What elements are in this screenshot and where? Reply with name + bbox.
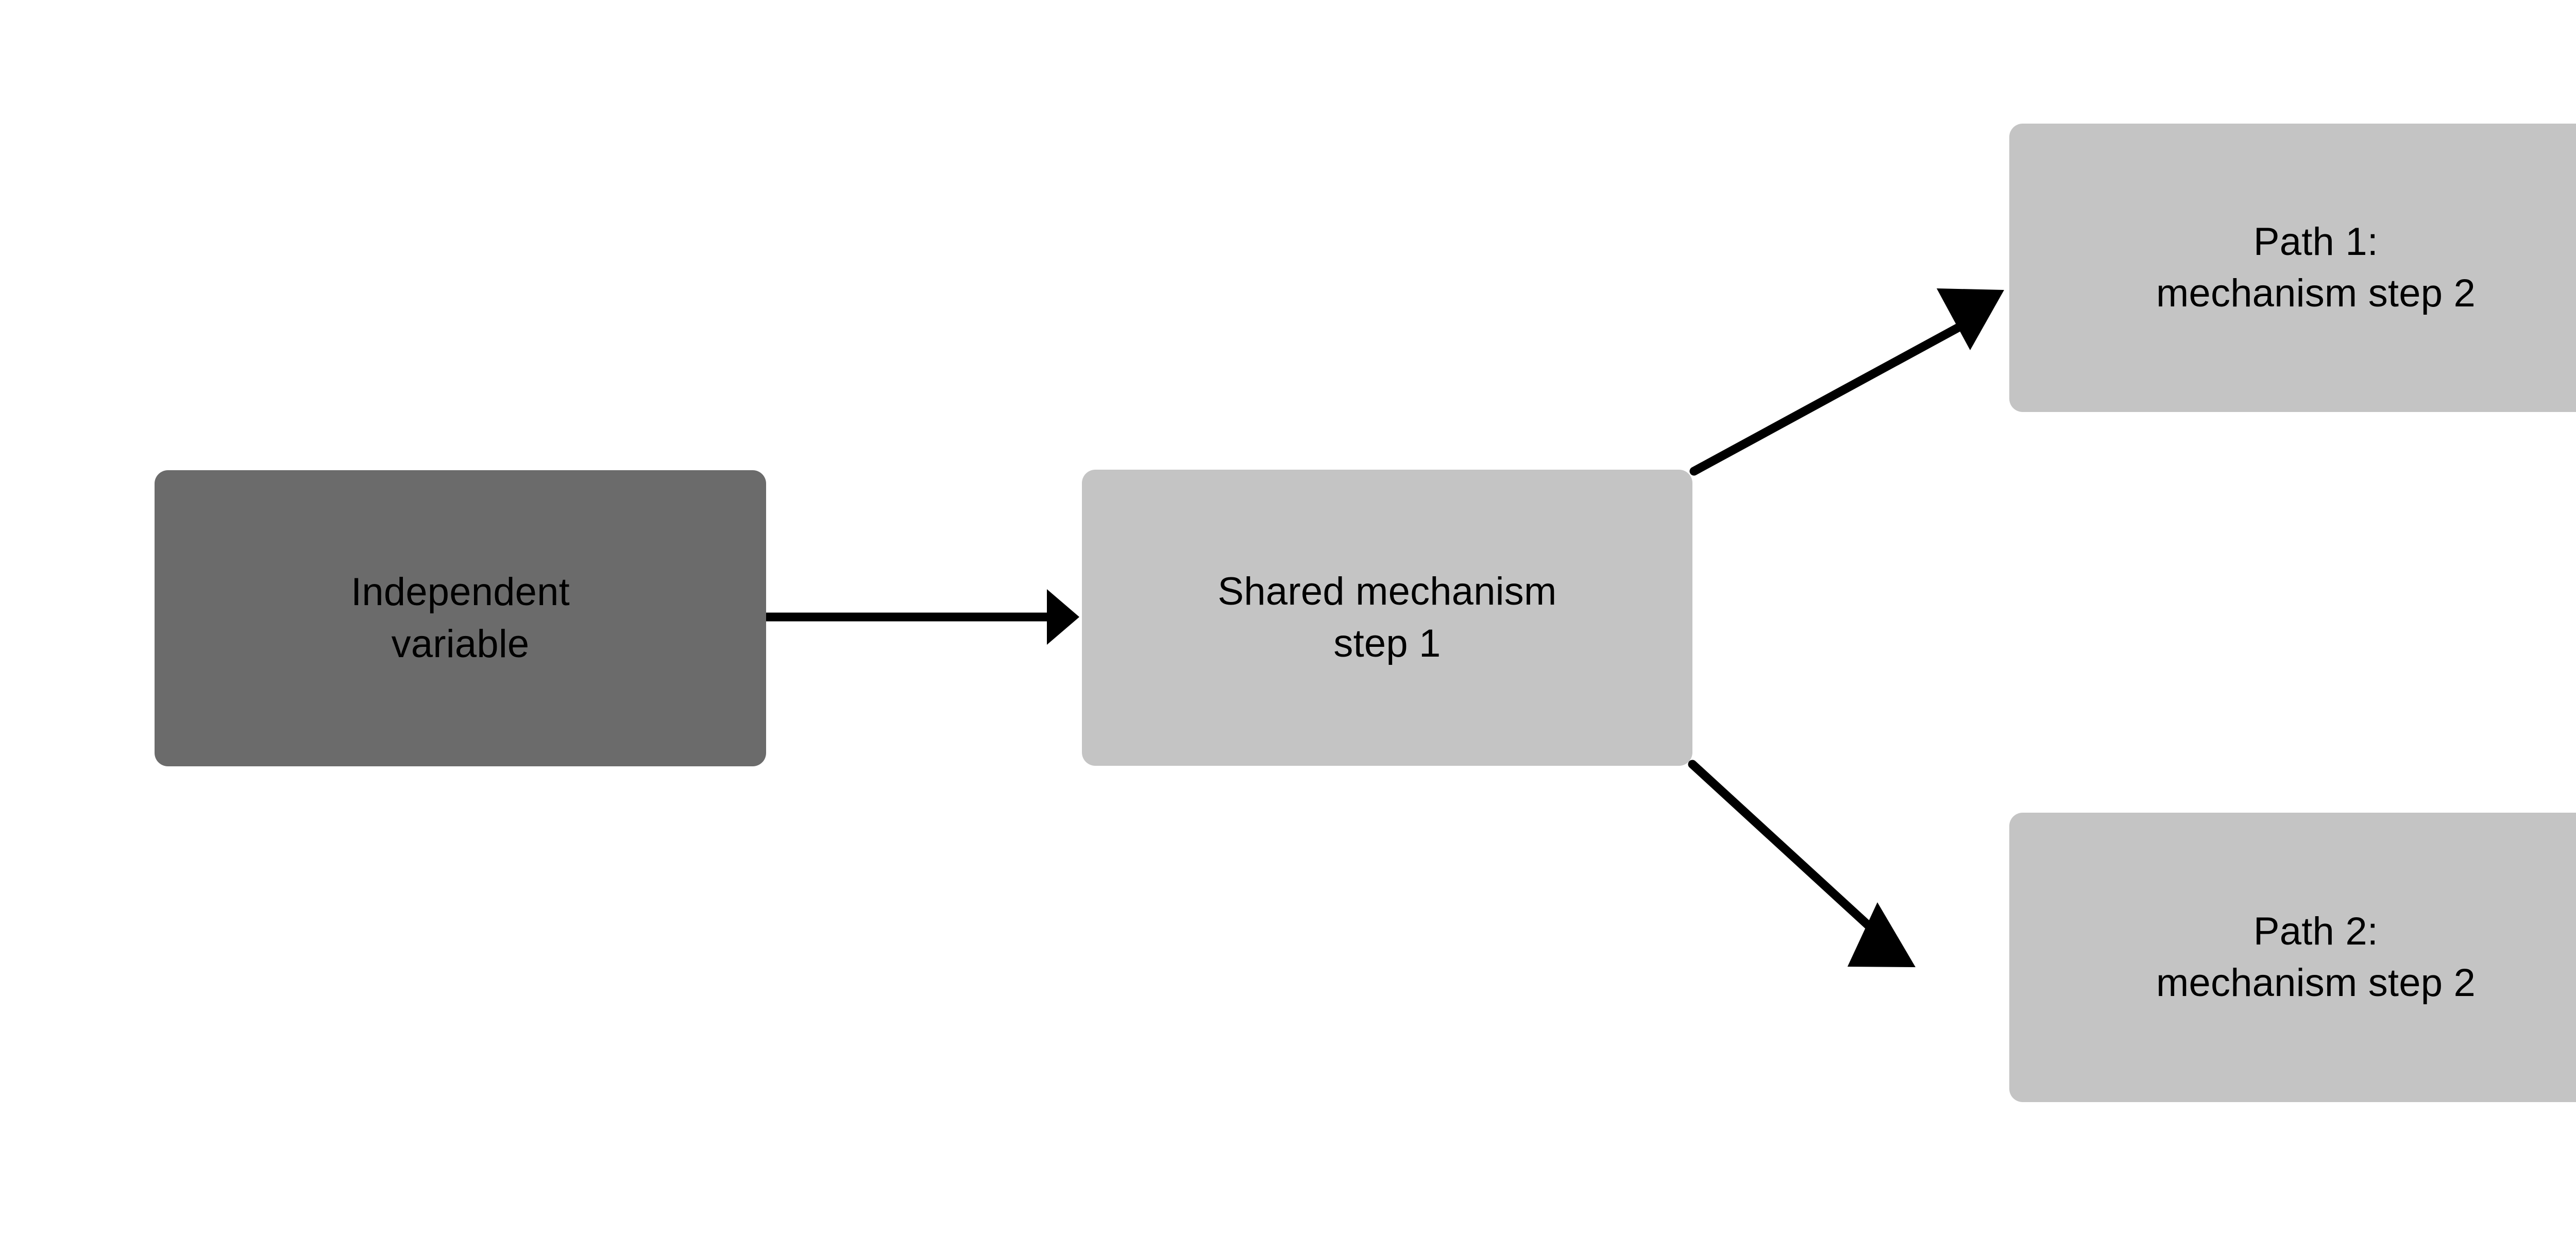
arrowhead-icon	[1848, 902, 1916, 967]
node-label: Independent variable	[351, 570, 570, 666]
node-label: Path 2: mechanism step 2	[2156, 909, 2476, 1005]
edge-shared-path1	[1689, 288, 2004, 476]
edge-line	[1688, 760, 1883, 939]
node-shared-mechanism-step-1[interactable]: Shared mechanism step 1	[1082, 470, 1692, 766]
node-label: Shared mechanism step 1	[1217, 570, 1557, 665]
node-label: Path 1: mechanism step 2	[2156, 219, 2476, 315]
node-path-1-mechanism-step-2[interactable]: Path 1: mechanism step 2	[2009, 124, 2576, 412]
edge-independent-shared	[761, 589, 1079, 645]
arrowhead-icon	[1937, 288, 2004, 350]
edge-shared-path2	[1688, 760, 1916, 967]
node-path-2-mechanism-step-2[interactable]: Path 2: mechanism step 2	[2009, 813, 2576, 1102]
node-independent-variable[interactable]: Independent variable	[155, 470, 766, 766]
edge-line	[1689, 320, 1969, 476]
arrowhead-icon	[1047, 589, 1079, 645]
